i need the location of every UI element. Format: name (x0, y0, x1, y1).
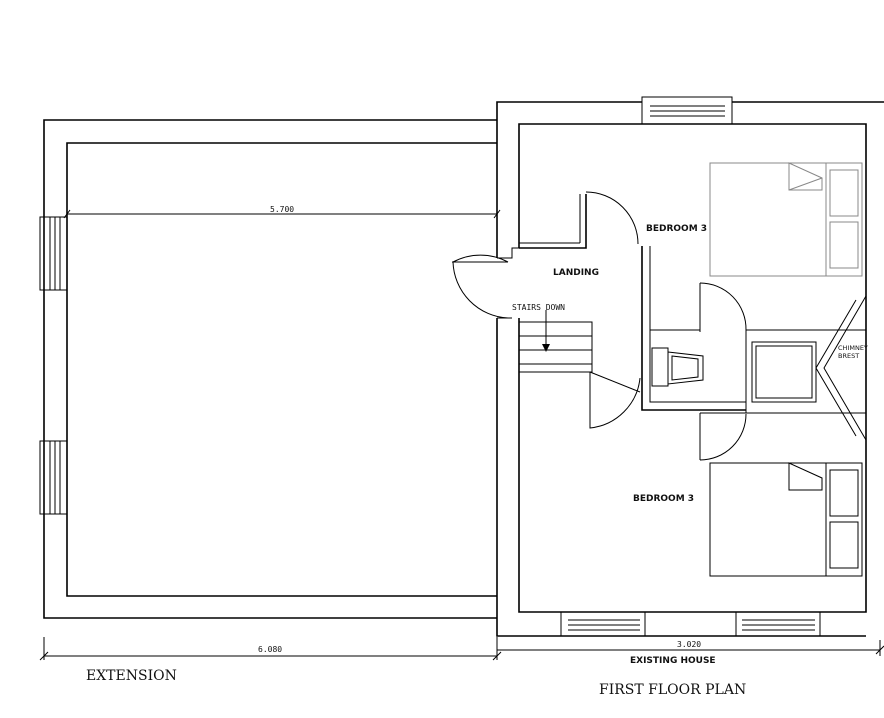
existing-house-label: EXISTING HOUSE (630, 656, 716, 666)
extension-title: EXTENSION (86, 668, 177, 684)
stairs-label: STAIRS DOWN (512, 303, 565, 312)
stairs (518, 310, 593, 373)
bedroom-lower-label: BEDROOM 3 (633, 494, 694, 504)
chimney-label-1: CHIMNEY (838, 344, 868, 352)
first-floor-plan-title: FIRST FLOOR PLAN (599, 682, 746, 698)
landing-label: LANDING (553, 268, 599, 278)
inner-width-dimension: 5.700 (270, 205, 294, 214)
chimney-label-2: BREST (838, 352, 859, 360)
dimensions (39, 209, 884, 661)
partitions (641, 246, 867, 441)
extension-walls (39, 119, 497, 619)
existing-house-walls (496, 96, 884, 637)
existing-width-dimension: 3.020 (677, 640, 701, 649)
bed-upper (709, 162, 863, 277)
bed-lower (709, 462, 863, 577)
extension-width-dimension: 6.080 (258, 645, 282, 654)
bedroom-upper-label: BEDROOM 3 (646, 224, 707, 234)
doors (452, 191, 747, 461)
